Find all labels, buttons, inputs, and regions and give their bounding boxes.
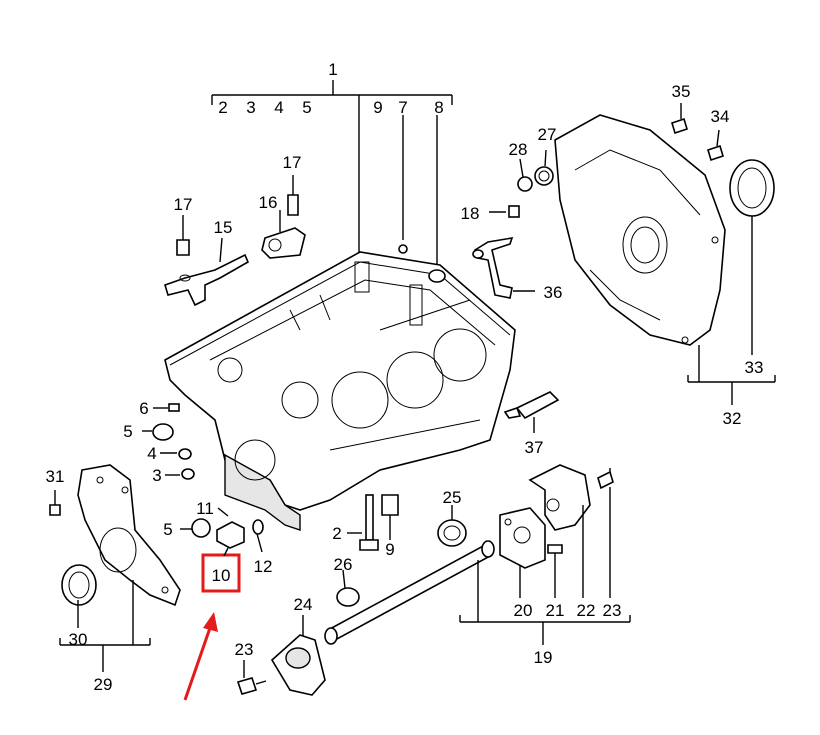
callout-5-top: 5	[302, 98, 311, 117]
callout-3-top: 3	[246, 98, 255, 117]
callout-15: 15	[214, 218, 233, 237]
callout-21: 21	[546, 601, 565, 620]
callout-23-left: 23	[235, 640, 254, 659]
center-lower-parts	[336, 494, 399, 607]
callout-25: 25	[443, 488, 462, 507]
callout-22: 22	[577, 601, 596, 620]
callout-2-top: 2	[218, 98, 227, 117]
callout-12: 12	[254, 557, 273, 576]
callout-23-right: 23	[603, 601, 622, 620]
red-arrow	[183, 612, 218, 701]
callout-3-left: 3	[152, 466, 161, 485]
callout-29: 29	[94, 675, 113, 694]
rear-cover	[554, 103, 776, 405]
callout-9-lower: 9	[385, 540, 394, 559]
lower-left-parts	[180, 507, 264, 553]
callout-31: 31	[46, 467, 65, 486]
callout-17-right: 17	[283, 153, 302, 172]
callout-5-left: 5	[123, 422, 132, 441]
callout-4-left: 4	[147, 444, 156, 463]
callout-20: 20	[514, 601, 533, 620]
shaft-assembly	[324, 505, 631, 645]
callout-17-left: 17	[174, 195, 193, 214]
callout-33: 33	[745, 358, 764, 377]
part-24	[236, 615, 326, 696]
callout-35: 35	[672, 82, 691, 101]
callout-34: 34	[711, 107, 730, 126]
callout-32: 32	[723, 409, 742, 428]
callout-5-lower: 5	[163, 520, 172, 539]
callout-28: 28	[509, 140, 528, 159]
engine-block	[164, 251, 516, 531]
callout-6: 6	[139, 399, 148, 418]
highlight-box-10	[201, 553, 241, 593]
part-16	[261, 175, 306, 259]
callout-19: 19	[534, 648, 553, 667]
oil-pump	[499, 464, 614, 598]
callout-30: 30	[69, 630, 88, 649]
callout-24: 24	[294, 595, 313, 614]
left-small-parts	[142, 403, 195, 480]
callout-11: 11	[196, 499, 214, 518]
sealant-tube	[503, 391, 560, 433]
callout-26: 26	[334, 555, 353, 574]
callout-1: 1	[328, 60, 337, 79]
part-8	[428, 269, 446, 283]
front-cover	[49, 464, 181, 672]
bracket-1	[211, 80, 453, 268]
callout-4-top: 4	[274, 98, 283, 117]
callout-16: 16	[259, 193, 278, 212]
callout-8: 8	[434, 98, 443, 117]
callout-18: 18	[461, 204, 480, 223]
callout-7: 7	[398, 98, 407, 117]
callout-9-top: 9	[373, 98, 382, 117]
callout-37: 37	[525, 438, 544, 457]
callout-10: 10	[212, 566, 231, 585]
callout-27: 27	[538, 125, 557, 144]
callout-36: 36	[544, 283, 563, 302]
upper-right-small-parts	[472, 149, 554, 299]
bracket-15	[164, 215, 250, 307]
part-7	[398, 244, 408, 254]
callout-2-lower: 2	[332, 524, 341, 543]
